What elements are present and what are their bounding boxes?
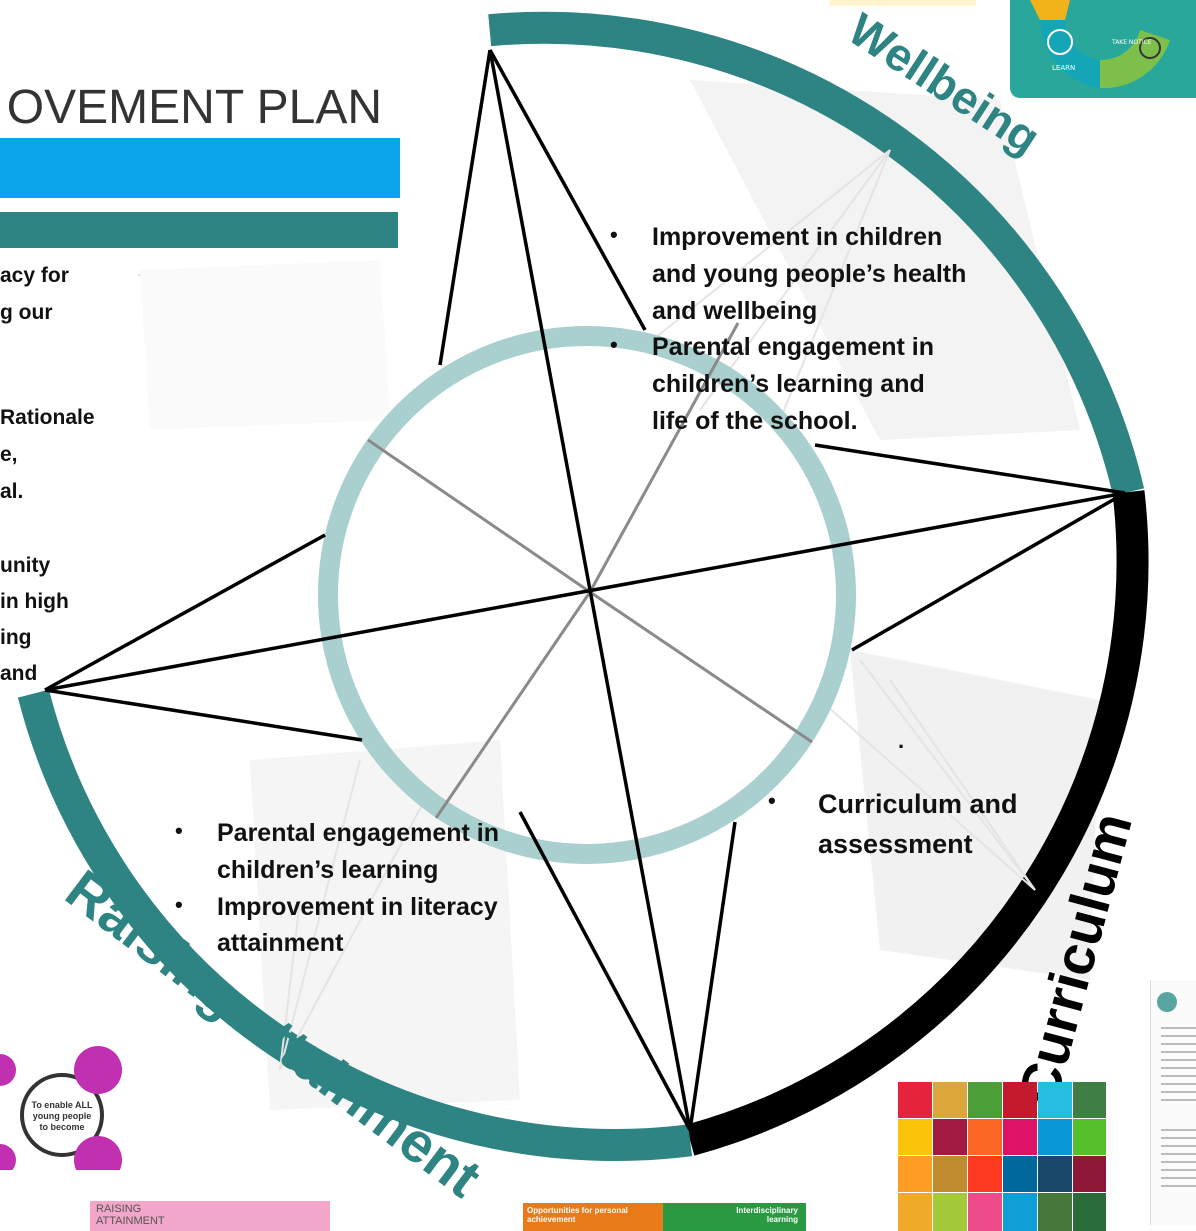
four-capacities-image: To enable ALL young people to become [0,1040,130,1170]
bullet-line: assessment [818,828,973,859]
bullet-line: attainment [217,929,344,958]
bullet-line: and young people’s health [652,259,967,288]
fragment-line: ing [0,626,32,650]
teal-banner [0,212,398,248]
svg-text:young people: young people [33,1111,92,1121]
left-text-fragment-2: Rationale e, al. [0,400,140,510]
bullet-line: Curriculum and [818,789,1018,819]
opportunities-card: Opportunities for personal achievement I… [523,1203,806,1231]
page-title: OVEMENT PLAN [0,70,390,140]
raising-attainment-card: RAISING ATTAINMENT [90,1201,330,1231]
page-title-text: OVEMENT PLAN [6,81,382,134]
helping-hand-icon [74,1136,122,1170]
fragment-line: al. [0,479,24,503]
card-text: RAISING ATTAINMENT [96,1203,165,1227]
list-item: Parental engagement in children’s learni… [610,329,1042,439]
bullet-line: Improvement in literacy [217,892,498,921]
bullet-line: Parental engagement in [217,819,500,847]
list-item: Improvement in children and young people… [610,219,1042,329]
fragment-line: e, [0,442,18,466]
left-text-fragment-1: acy for g our [0,258,140,332]
fragment-line: in high [0,590,69,614]
bullet-line: life of the school. [652,406,858,435]
bullet-line: Improvement in children [652,223,943,251]
thumbs-up-icon [74,1046,122,1094]
left-text-fragment-3: unity in high ing and [0,548,140,692]
brain-icon [1047,29,1073,55]
raising-attainment-arc [17,689,693,1161]
list-item: Parental engagement in children’s learni… [175,815,577,889]
inner-ring [318,326,856,864]
attainment-bullets: Parental engagement in children’s learni… [175,815,577,963]
fragment-line: unity [0,554,51,577]
bullet-line: and wellbeing [652,296,818,325]
card-right-text: Interdisciplinary learning [736,1206,798,1224]
curriculum-arc [685,490,1149,1156]
wellbeing-puzzle-image: LEARN TAKE NOTICE [1010,0,1196,98]
fragment-line: and [0,662,38,686]
stray-dot: . [898,728,905,753]
top-yellow-strip [830,0,976,6]
faint-panel [140,260,390,430]
globe-icon [1139,37,1161,59]
sdg-grid-image [898,1082,1106,1231]
thumb-label: TAKE NOTICE [1111,39,1152,46]
curriculum-bullets: Curriculum and assessment [768,785,1078,864]
document-page-image [1150,980,1196,1225]
blue-banner [0,138,400,198]
svg-text:to become: to become [39,1122,84,1132]
card-left-text: Opportunities for personal achievement [527,1206,628,1224]
list-item: Curriculum and assessment [768,785,1078,864]
bullet-line: children’s learning [217,855,439,884]
compass-star-lines [44,49,1126,1131]
fragment-line: Rationale [0,406,95,429]
wellbeing-bullets: Improvement in children and young people… [610,219,1042,440]
fragment-line: acy for [0,264,69,287]
thumb-label: LEARN [1052,64,1075,72]
bullet-line: children’s learning and [652,370,925,398]
fragment-line: g our [0,300,53,324]
bullet-line: Parental engagement in [652,333,935,362]
stray-dash: - [138,270,142,281]
list-item: Improvement in literacy attainment [175,889,577,963]
wellbeing-arc [488,11,1145,496]
svg-text:To enable ALL: To enable ALL [31,1100,93,1110]
